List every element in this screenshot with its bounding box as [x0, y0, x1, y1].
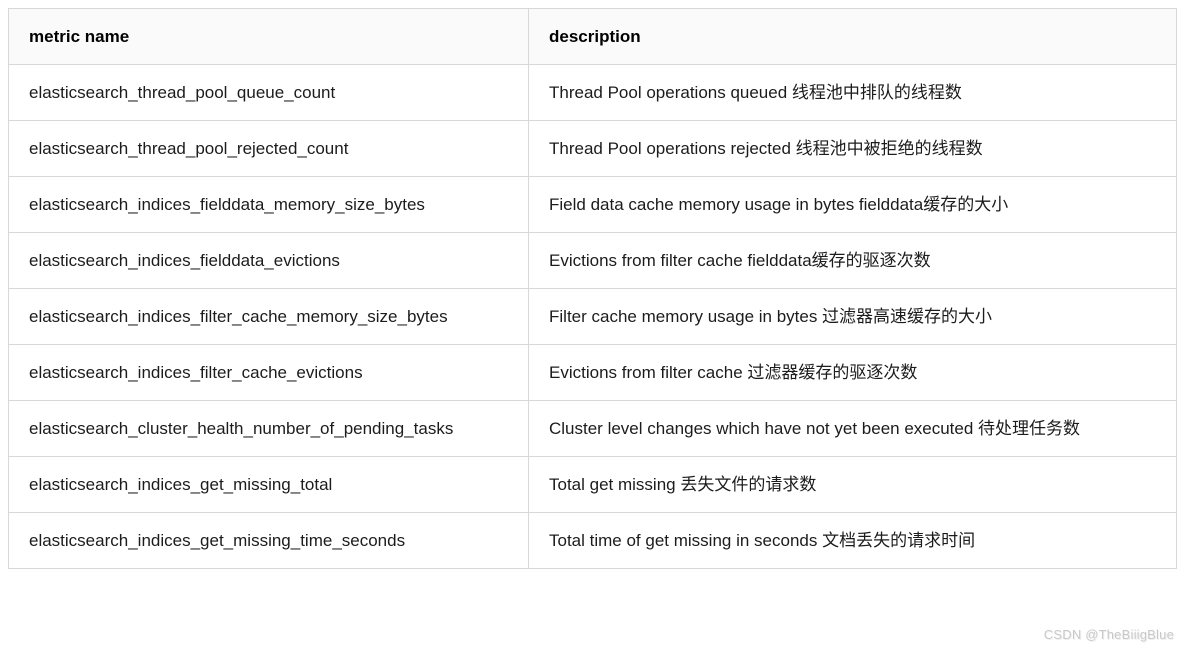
csdn-watermark: CSDN @TheBiiigBlue — [1043, 627, 1174, 642]
column-header-metric-name: metric name — [8, 8, 529, 65]
table-row: elasticsearch_indices_fielddata_memory_s… — [8, 176, 1177, 233]
description-cell: Total get missing 丢失文件的请求数 — [528, 456, 1177, 513]
description-cell: Field data cache memory usage in bytes f… — [528, 176, 1177, 233]
metric-name-cell: elasticsearch_indices_filter_cache_evict… — [8, 344, 529, 401]
table-row: elasticsearch_indices_fielddata_eviction… — [8, 232, 1177, 289]
metric-name-cell: elasticsearch_cluster_health_number_of_p… — [8, 400, 529, 457]
description-cell: Total time of get missing in seconds 文档丢… — [528, 512, 1177, 569]
description-cell: Filter cache memory usage in bytes 过滤器高速… — [528, 288, 1177, 345]
description-cell: Evictions from filter cache 过滤器缓存的驱逐次数 — [528, 344, 1177, 401]
metric-name-cell: elasticsearch_indices_fielddata_eviction… — [8, 232, 529, 289]
metric-name-cell: elasticsearch_indices_filter_cache_memor… — [8, 288, 529, 345]
metrics-table: metric name description elasticsearch_th… — [8, 8, 1177, 569]
table-row: elasticsearch_thread_pool_queue_count Th… — [8, 64, 1177, 121]
header-row: metric name description — [8, 8, 1177, 65]
metric-name-cell: elasticsearch_indices_get_missing_time_s… — [8, 512, 529, 569]
description-cell: Thread Pool operations rejected 线程池中被拒绝的… — [528, 120, 1177, 177]
table-row: elasticsearch_thread_pool_rejected_count… — [8, 120, 1177, 177]
metrics-table-body: elasticsearch_thread_pool_queue_count Th… — [8, 64, 1177, 569]
table-row: elasticsearch_cluster_health_number_of_p… — [8, 400, 1177, 457]
table-row: elasticsearch_indices_get_missing_time_s… — [8, 512, 1177, 569]
metric-name-cell: elasticsearch_thread_pool_rejected_count — [8, 120, 529, 177]
metric-name-cell: elasticsearch_indices_fielddata_memory_s… — [8, 176, 529, 233]
column-header-description: description — [528, 8, 1177, 65]
metric-name-cell: elasticsearch_thread_pool_queue_count — [8, 64, 529, 121]
description-cell: Cluster level changes which have not yet… — [528, 400, 1177, 457]
metrics-table-header: metric name description — [8, 8, 1177, 65]
description-cell: Evictions from filter cache fielddata缓存的… — [528, 232, 1177, 289]
table-row: elasticsearch_indices_filter_cache_evict… — [8, 344, 1177, 401]
description-cell: Thread Pool operations queued 线程池中排队的线程数 — [528, 64, 1177, 121]
metric-name-cell: elasticsearch_indices_get_missing_total — [8, 456, 529, 513]
table-row: elasticsearch_indices_get_missing_total … — [8, 456, 1177, 513]
table-row: elasticsearch_indices_filter_cache_memor… — [8, 288, 1177, 345]
